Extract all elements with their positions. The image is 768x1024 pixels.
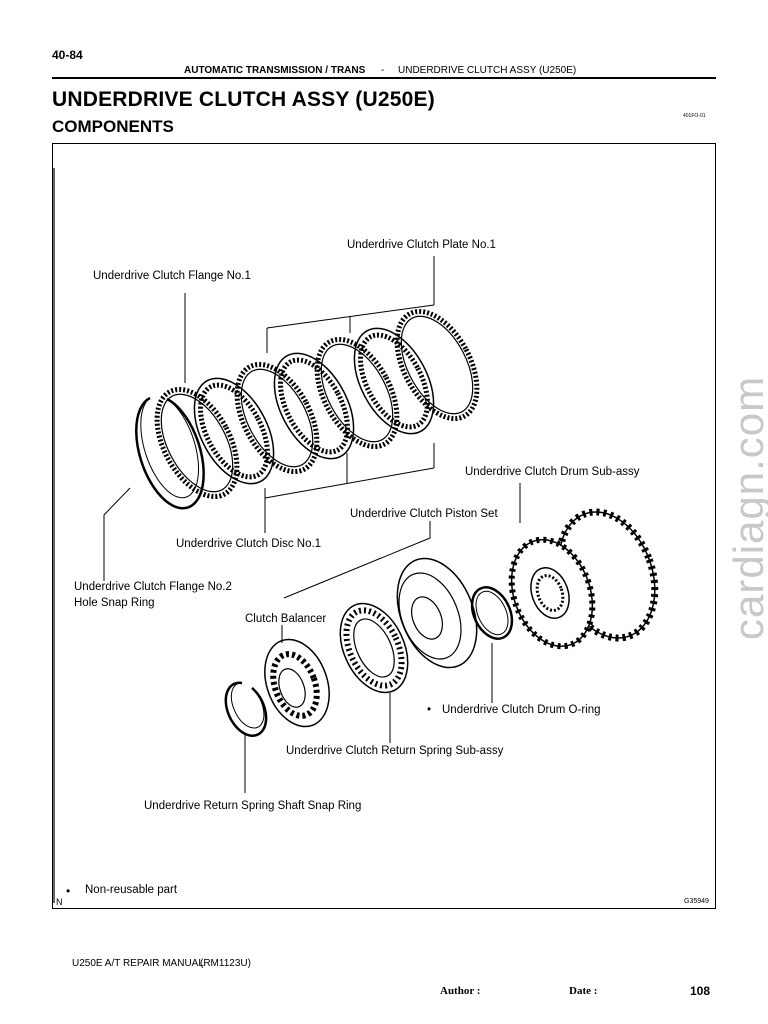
subsection-title: UNDERDRIVE CLUTCH ASSY (U250E)	[398, 65, 577, 76]
figure-corner-mark: N	[56, 897, 63, 907]
manual-code: (RM1123U)	[200, 958, 251, 969]
return-spring	[339, 602, 409, 694]
clutch-drum	[508, 508, 659, 650]
disc-bracket	[264, 443, 435, 533]
label-plate-no1: Underdrive Clutch Plate No.1	[347, 239, 496, 251]
figure-frame	[52, 143, 716, 909]
date-label: Date :	[569, 985, 598, 997]
label-drum-subassy: Underdrive Clutch Drum Sub-assy	[465, 466, 640, 478]
flange-no1	[154, 386, 240, 500]
label-flange-no2: Underdrive Clutch Flange No.2	[74, 581, 232, 593]
document-code: 401FO-01	[683, 113, 706, 119]
manual-name: U250E A/T REPAIR MANUAL	[72, 958, 204, 969]
label-drum-oring: Underdrive Clutch Drum O-ring	[442, 704, 601, 716]
clutch-pack	[154, 308, 480, 500]
legend-text: Non-reusable part	[85, 884, 178, 896]
page-title: UNDERDRIVE CLUTCH ASSY (U250E)	[52, 88, 435, 111]
label-hole-snap-ring: Hole Snap Ring	[74, 597, 155, 609]
figure-code: G35949	[684, 898, 709, 905]
legend-bullet: •	[66, 884, 71, 898]
page-subtitle: COMPONENTS	[52, 117, 174, 136]
author-label: Author :	[440, 985, 481, 997]
label-drum-oring-bullet: •	[427, 704, 431, 716]
exploded-diagram: Underdrive Clutch Plate No.1 Underdrive …	[53, 168, 659, 903]
label-return-spring: Underdrive Clutch Return Spring Sub-assy	[286, 745, 504, 757]
flange-no2-leader	[103, 487, 131, 581]
section-separator: -	[381, 65, 385, 76]
clutch-plate-3	[394, 308, 480, 422]
label-shaft-snap-ring: Underdrive Return Spring Shaft Snap Ring	[144, 800, 361, 812]
page-number: 40-84	[52, 48, 83, 62]
label-disc-no1: Underdrive Clutch Disc No.1	[176, 538, 321, 550]
label-piston-set: Underdrive Clutch Piston Set	[350, 508, 498, 520]
piston-set	[396, 557, 478, 669]
label-clutch-balancer: Clutch Balancer	[245, 613, 326, 625]
drum-oring	[470, 586, 514, 640]
clutch-disc-3	[353, 327, 435, 435]
plate-bracket	[266, 256, 435, 353]
flange-no2-snap-ring	[135, 396, 205, 510]
footer-page-number: 108	[690, 984, 711, 998]
clutch-plate-2	[314, 336, 400, 450]
label-flange-no1: Underdrive Clutch Flange No.1	[93, 270, 251, 282]
watermark: cardiagn.com	[725, 375, 768, 640]
header-rule	[52, 77, 716, 79]
clutch-disc-1	[193, 377, 275, 485]
clutch-plate-1	[234, 361, 320, 475]
piston-leader	[283, 521, 431, 599]
shaft-snap-ring	[224, 681, 268, 737]
section-title: AUTOMATIC TRANSMISSION / TRANS	[184, 65, 366, 76]
clutch-disc-2	[273, 352, 355, 460]
clutch-balancer	[264, 638, 330, 728]
